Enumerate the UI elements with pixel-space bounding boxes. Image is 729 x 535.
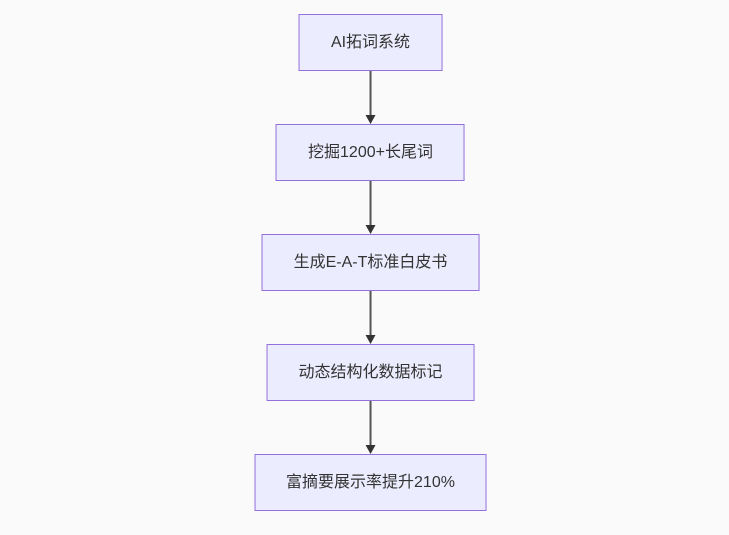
arrow-down-icon (365, 181, 376, 234)
flowchart: AI拓词系统 挖掘1200+长尾词 生成E-A-T标准白皮书 动态结构化数据标记… (254, 14, 487, 511)
flow-node-5: 富摘要展示率提升210% (254, 454, 487, 511)
arrow-shaft (369, 181, 372, 226)
flow-node-4-label: 动态结构化数据标记 (298, 364, 443, 381)
flow-node-5-label: 富摘要展示率提升210% (286, 474, 455, 491)
arrow-down-icon (365, 401, 376, 454)
arrow-down-icon (365, 71, 376, 124)
flow-node-3: 生成E-A-T标准白皮书 (261, 234, 480, 291)
flow-node-2: 挖掘1200+长尾词 (276, 124, 465, 181)
arrow-shaft (369, 401, 372, 446)
flow-node-1: AI拓词系统 (298, 14, 443, 71)
flow-node-4: 动态结构化数据标记 (266, 344, 475, 401)
arrow-down-icon (365, 291, 376, 344)
flow-node-2-label: 挖掘1200+长尾词 (308, 144, 433, 161)
flow-node-3-label: 生成E-A-T标准白皮书 (293, 254, 448, 271)
arrow-shaft (369, 71, 372, 116)
arrow-head-icon (365, 115, 376, 124)
arrow-head-icon (365, 445, 376, 454)
flow-node-1-label: AI拓词系统 (330, 34, 411, 51)
arrow-head-icon (365, 225, 376, 234)
arrow-head-icon (365, 335, 376, 344)
arrow-shaft (369, 291, 372, 336)
